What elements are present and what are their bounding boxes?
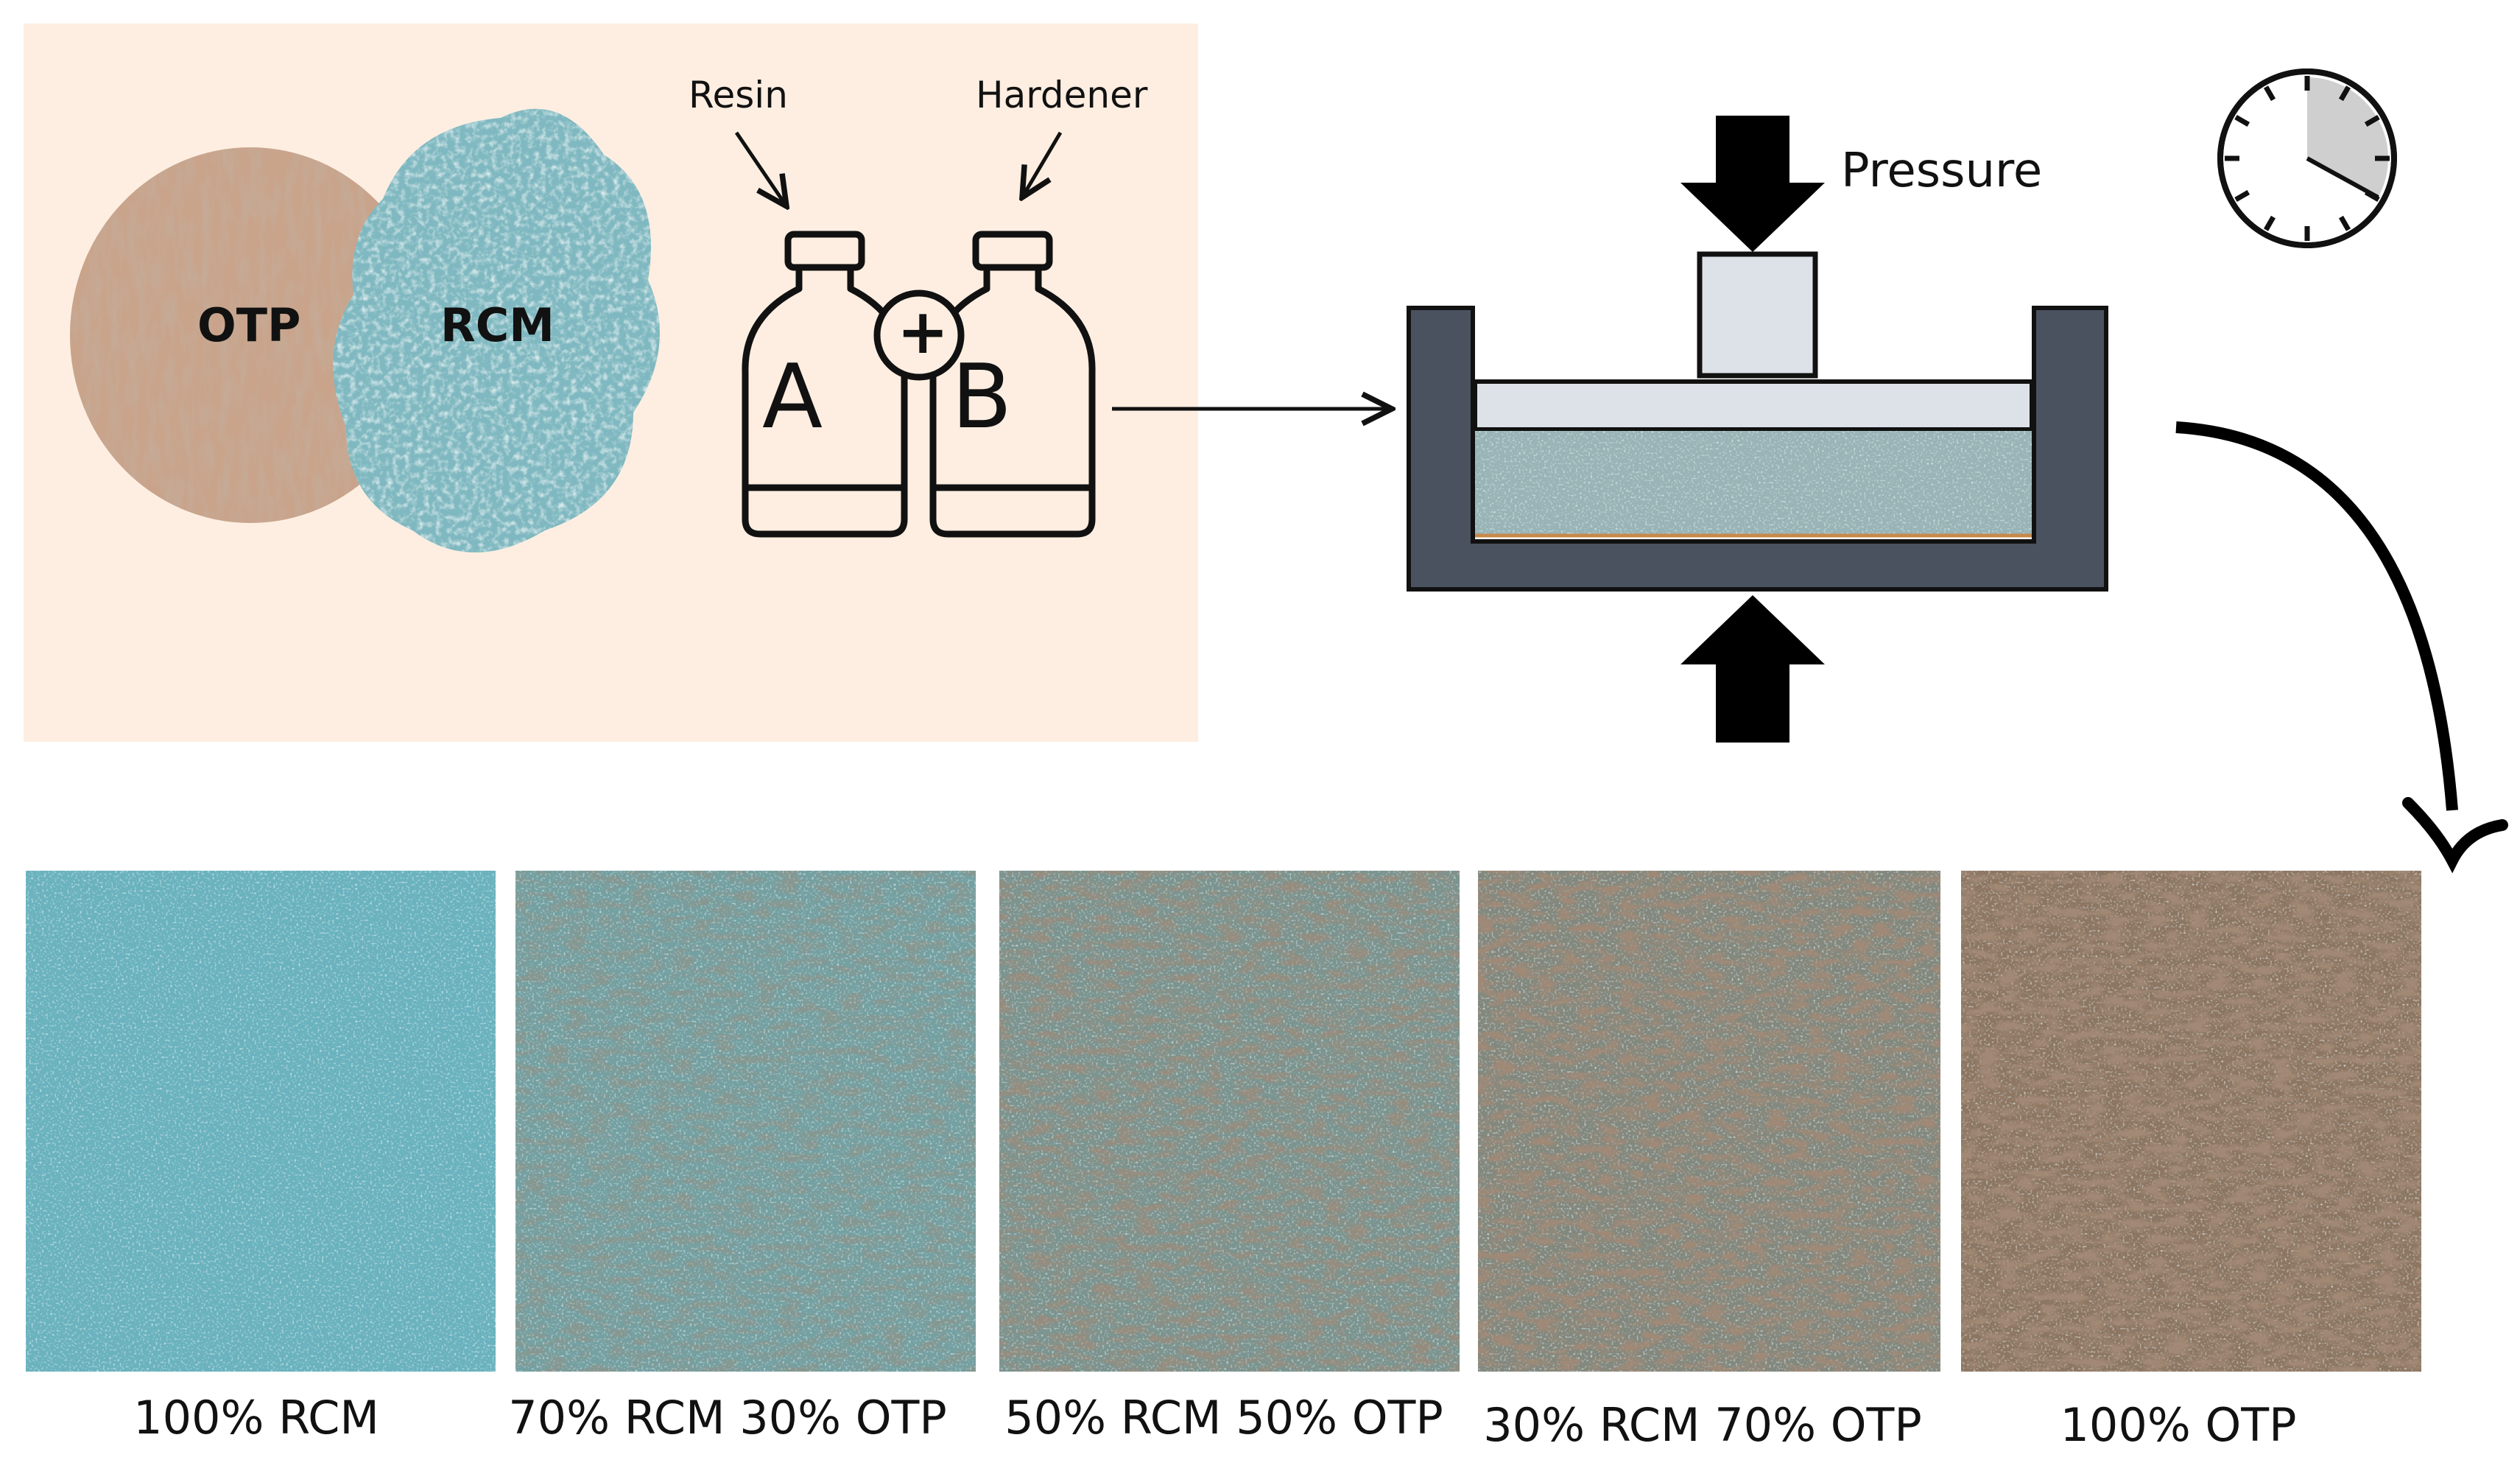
resin-pointer-arrow bbox=[734, 131, 786, 206]
clock-tick bbox=[2338, 85, 2351, 102]
sample-tile-3 bbox=[999, 871, 1460, 1372]
sample-label-2: 70% RCM 30% OTP bbox=[508, 1391, 947, 1445]
pressure-label: Pressure bbox=[1841, 144, 2043, 198]
clock-icon bbox=[2217, 69, 2397, 248]
otp-label: OTP bbox=[197, 298, 301, 352]
resin-label: Resin bbox=[689, 74, 788, 116]
clock-tick bbox=[2263, 215, 2276, 231]
flow-arrow-head bbox=[2402, 797, 2508, 874]
rcm-pile bbox=[333, 108, 660, 552]
sample-label-3: 50% RCM 50% OTP bbox=[1004, 1391, 1443, 1445]
clock-tick bbox=[2364, 114, 2380, 127]
sample-label-4: 30% RCM 70% OTP bbox=[1483, 1398, 1922, 1452]
hardener-pointer-arrow bbox=[1022, 131, 1063, 197]
press-piston bbox=[1697, 251, 1818, 379]
flow-arrow-to-samples bbox=[2175, 421, 2458, 811]
sample-label-5: 100% OTP bbox=[2060, 1398, 2297, 1452]
sample-tiles bbox=[26, 871, 2421, 1372]
pressure-up-arrow-icon bbox=[1680, 595, 1825, 743]
sample-tile-2 bbox=[515, 871, 976, 1372]
clock-tick bbox=[2338, 215, 2351, 231]
pressure-down-arrow-icon bbox=[1680, 116, 1825, 252]
clock-tick bbox=[2234, 114, 2250, 127]
rcm-label: RCM bbox=[440, 298, 555, 352]
clock-hand bbox=[2306, 156, 2379, 200]
plus-circle-icon bbox=[873, 289, 965, 381]
bottle-a-label: A bbox=[762, 346, 823, 449]
hardener-label: Hardener bbox=[976, 74, 1148, 116]
bottle-b-label: B bbox=[951, 346, 1013, 449]
clock-tick bbox=[2234, 189, 2250, 203]
plus-label: + bbox=[897, 295, 949, 368]
sample-tile-4 bbox=[1478, 871, 1940, 1372]
clock-tick bbox=[2263, 85, 2276, 102]
press-plate bbox=[1473, 379, 2034, 432]
sample-tile-1 bbox=[26, 871, 496, 1372]
otp-pile bbox=[70, 147, 431, 523]
sample-label-1: 100% RCM bbox=[133, 1391, 379, 1445]
sample-tile-5 bbox=[1961, 871, 2421, 1372]
